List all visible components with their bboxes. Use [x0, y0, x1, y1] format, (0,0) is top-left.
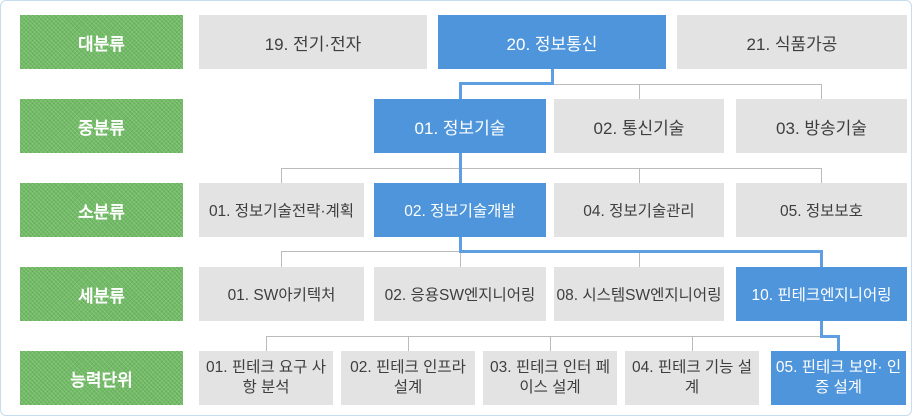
node-04-it-management: 04. 정보기술관리 — [554, 183, 724, 237]
node-03-fintech-interface-design: 03. 핀테크 인터 페이스 설계 — [483, 351, 617, 405]
connector-line — [692, 336, 693, 351]
connector-line — [821, 84, 822, 99]
node-19-electric-electronics: 19. 전기·전자 — [199, 15, 427, 69]
connector-line — [281, 168, 282, 183]
connector-line — [460, 251, 461, 267]
connector-line — [821, 168, 822, 183]
node-02-fintech-infrastructure-design: 02. 핀테크 인프라 설계 — [341, 351, 475, 405]
node-02-application-sw-engineering: 02. 응용SW엔지니어링 — [374, 267, 546, 321]
node-05-fintech-security-auth-design: 05. 핀테크 보안· 인증 설계 — [771, 351, 906, 405]
level-label-detail-category: 세분류 — [20, 267, 183, 321]
connector-line — [639, 251, 640, 267]
node-01-fintech-requirements-analysis: 01. 핀테크 요구 사항 분석 — [199, 351, 333, 405]
connector-line — [281, 251, 282, 267]
connector-line — [266, 336, 267, 351]
level-label-major-category: 대분류 — [20, 15, 183, 69]
highlight-connector-line — [459, 82, 462, 99]
connector-line — [408, 336, 409, 351]
connector-line — [550, 336, 551, 351]
connector-line — [639, 168, 640, 183]
node-01-information-technology: 01. 정보기술 — [374, 99, 546, 153]
highlight-connector-line — [820, 335, 840, 338]
node-01-it-strategy-planning: 01. 정보기술전략·계획 — [199, 183, 364, 237]
level-label-middle-category: 중분류 — [20, 99, 183, 153]
node-05-information-security: 05. 정보보호 — [736, 183, 907, 237]
level-label-competency-unit: 능력단위 — [20, 351, 183, 405]
highlight-connector-line — [820, 250, 823, 267]
node-10-fintech-engineering: 10. 핀테크엔지니어링 — [736, 267, 907, 321]
node-04-fintech-function-design: 04. 핀테크 기능 설계 — [625, 351, 759, 405]
highlight-connector-line — [459, 237, 462, 253]
node-03-broadcast-technology: 03. 방송기술 — [736, 99, 907, 153]
level-label-minor-category: 소분류 — [20, 183, 183, 237]
node-20-ict: 20. 정보통신 — [438, 15, 666, 69]
node-01-sw-architecture: 01. SW아키텍처 — [199, 267, 364, 321]
highlight-connector-line — [459, 153, 462, 183]
node-02-communication-technology: 02. 통신기술 — [554, 99, 724, 153]
node-02-it-development: 02. 정보기술개발 — [374, 183, 546, 237]
node-08-system-sw-engineering: 08. 시스템SW엔지니어링 — [554, 267, 724, 321]
connector-line — [281, 168, 822, 169]
connector-line — [639, 84, 640, 99]
highlight-connector-line — [459, 250, 823, 253]
connector-line — [552, 84, 822, 85]
highlight-connector-line — [820, 321, 823, 338]
node-21-food-processing: 21. 식품가공 — [677, 15, 907, 69]
highlight-connector-line — [551, 69, 554, 85]
connector-line — [281, 251, 460, 252]
connector-line — [266, 336, 821, 337]
highlight-connector-line — [837, 335, 840, 351]
highlight-connector-line — [459, 82, 554, 85]
